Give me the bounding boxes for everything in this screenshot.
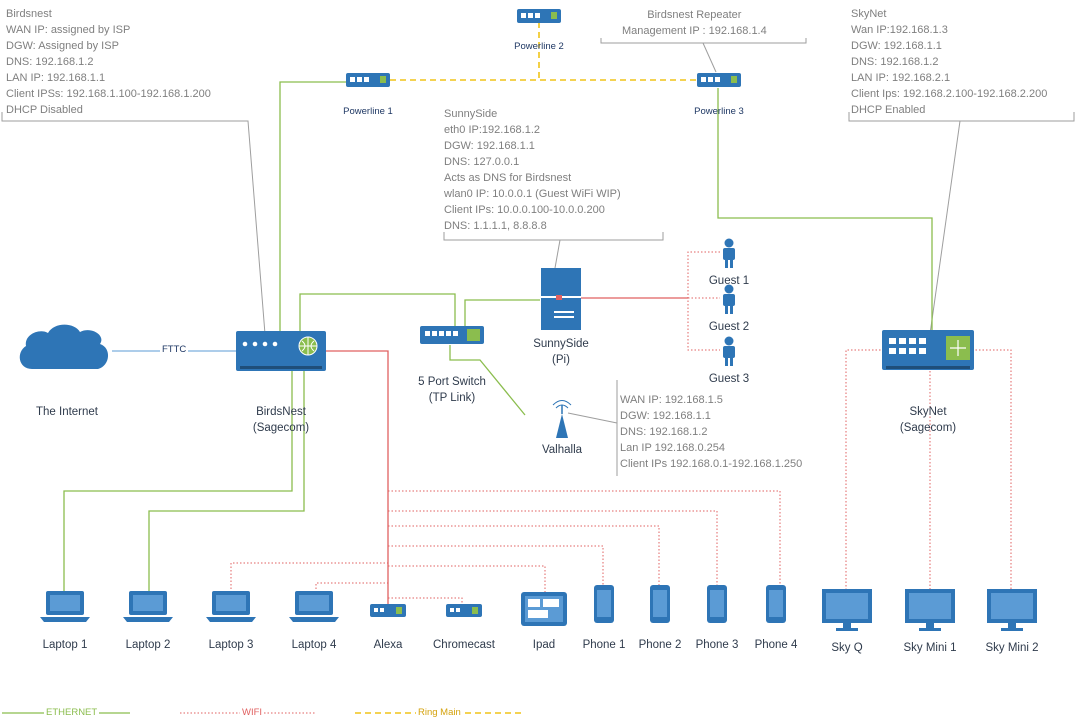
eth-switch-valhalla xyxy=(449,345,526,416)
phone3-label: Phone 3 xyxy=(695,639,739,651)
wifi-laptop4 xyxy=(315,582,388,610)
phone4-icon xyxy=(766,585,786,623)
valhalla-access-point-icon xyxy=(552,400,572,438)
guest1-person-icon xyxy=(723,238,735,268)
sunnyside-label: SunnySide (Pi) xyxy=(533,338,589,366)
laptop3-icon xyxy=(206,591,256,622)
skynet-router-label: SkyNet (Sagecom) xyxy=(899,406,957,434)
switch-label: 5 Port Switch (TP Link) xyxy=(418,376,486,404)
phone3-icon xyxy=(707,585,727,623)
internet-label: The Internet xyxy=(35,406,98,418)
fttc-label: FTTC xyxy=(160,344,189,355)
legend-ethernet-label: ETHERNET xyxy=(44,707,100,718)
skymini2-label: Sky Mini 2 xyxy=(985,642,1039,654)
laptop4-icon xyxy=(289,591,339,622)
guest2-label: Guest 2 xyxy=(708,321,750,333)
skynet-pointer-line xyxy=(929,120,961,335)
birdsnest-router-icon xyxy=(236,331,326,371)
wifi-phone2 xyxy=(388,525,660,590)
powerline1-icon xyxy=(346,73,390,87)
powerline1-label: Powerline 1 xyxy=(343,106,393,117)
wifi-laptop3 xyxy=(230,562,388,610)
skymini1-tv-icon xyxy=(905,589,955,631)
guest1-label: Guest 1 xyxy=(708,275,750,287)
valhalla-label: Valhalla xyxy=(541,444,583,456)
skymini1-label: Sky Mini 1 xyxy=(903,642,957,654)
powerline3-label: Powerline 3 xyxy=(694,106,744,117)
birdsnest-annotation-bracket xyxy=(1,112,266,335)
phone2-label: Phone 2 xyxy=(638,639,682,651)
laptop2-label: Laptop 2 xyxy=(125,639,171,651)
wifi-skynet-skyq xyxy=(845,349,890,590)
skynet-router-icon xyxy=(882,330,974,370)
alexa-device-icon xyxy=(370,604,406,617)
laptop1-icon xyxy=(40,591,90,622)
powerline2-icon xyxy=(517,9,561,23)
internet-cloud-icon xyxy=(19,324,109,369)
eth-powerline3-skynet xyxy=(717,88,933,334)
eth-switch-sunnyside xyxy=(464,299,540,326)
laptop1-label: Laptop 1 xyxy=(42,639,88,651)
wifi-phone1 xyxy=(388,545,604,590)
sunnyside-annotation-bracket xyxy=(443,232,664,241)
laptop2-icon xyxy=(123,591,173,622)
eth-birdsnest-switch-sunnyside xyxy=(299,293,456,334)
sunnyside-pointer-line xyxy=(554,239,561,269)
phone1-label: Phone 1 xyxy=(582,639,626,651)
ipad-icon xyxy=(521,592,567,626)
repeater-pointer-line xyxy=(702,42,717,73)
wifi-ipad xyxy=(388,565,546,592)
legend-wifi-label: WIFI xyxy=(240,707,265,718)
guest3-label: Guest 3 xyxy=(708,373,750,385)
legend-ring-main-label: Ring Main xyxy=(416,707,463,718)
skymini2-tv-icon xyxy=(987,589,1037,631)
wifi-skynet-skymini2 xyxy=(972,349,1012,590)
laptop3-label: Laptop 3 xyxy=(208,639,254,651)
phone4-label: Phone 4 xyxy=(754,639,798,651)
eth-birdsnest-laptop2 xyxy=(148,366,305,592)
wifi-chromecast xyxy=(388,597,463,606)
phone2-icon xyxy=(650,585,670,623)
laptop4-label: Laptop 4 xyxy=(291,639,337,651)
eth-birdsnest-powerline1 xyxy=(279,81,346,334)
phone1-icon xyxy=(594,585,614,623)
alexa-label: Alexa xyxy=(373,639,403,651)
chromecast-label: Chromecast xyxy=(433,639,495,651)
powerline2-label: Powerline 2 xyxy=(514,41,564,52)
wifi-phone3 xyxy=(388,510,718,590)
wifi-birdsnest-trunk xyxy=(320,350,389,606)
skynet-annotation-bracket xyxy=(848,112,1075,122)
ipad-label: Ipad xyxy=(532,639,556,651)
sunnyside-server-icon xyxy=(541,268,581,330)
eth-birdsnest-laptop1 xyxy=(63,366,293,592)
powerline3-icon xyxy=(697,73,741,87)
guest3-person-icon xyxy=(723,336,735,366)
chromecast-device-icon xyxy=(446,604,482,617)
wifi-guest-bracket xyxy=(687,251,720,351)
birdsnest-router-label: BirdsNest (Sagecom) xyxy=(252,406,310,434)
switch-icon xyxy=(420,326,484,344)
skyq-label: Sky Q xyxy=(831,642,863,654)
wifi-phone4 xyxy=(388,490,781,590)
valhalla-pointer-line xyxy=(567,412,618,424)
skyq-tv-icon xyxy=(822,589,872,631)
guest2-person-icon xyxy=(723,284,735,314)
